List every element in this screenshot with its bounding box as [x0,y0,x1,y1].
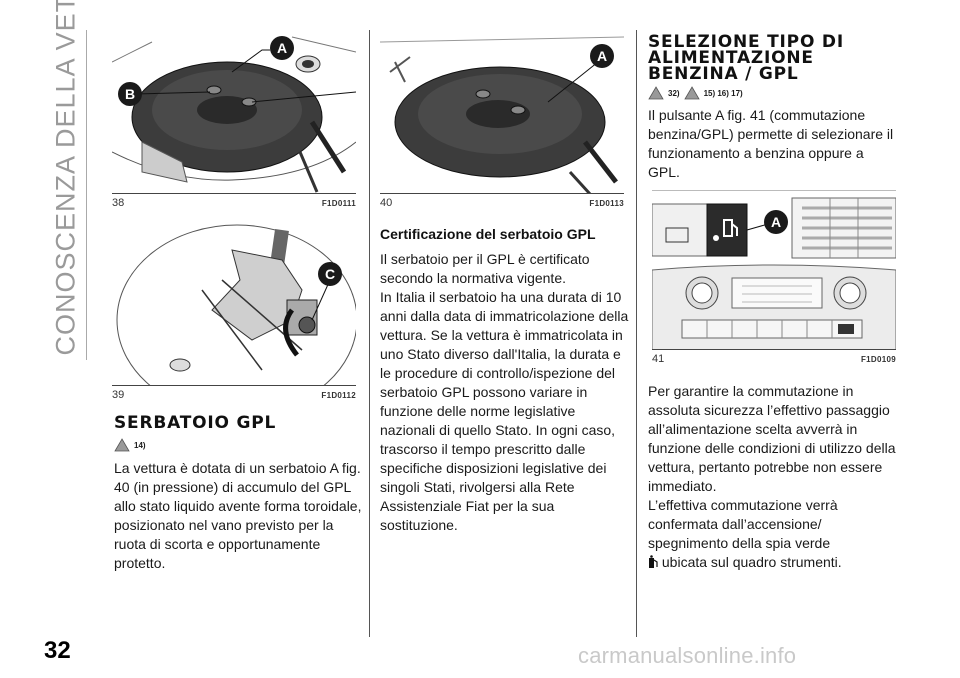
selezione-heading: SELEZIONE TIPO DI ALIMENTAZIONE BENZINA … [648,32,844,84]
figure-39-code: F1D0112 [321,390,356,400]
selezione-paragraph-3-end-line: ubicata sul quadro strumenti. [648,553,900,572]
figure-40: A 40 F1D0113 [380,32,624,212]
figure-39-number: 39 [112,389,125,401]
certificazione-paragraph-2: In Italia il serbatoio ha una durata di … [380,289,629,533]
figure-41-illustration: A [652,190,896,351]
serbatoio-warning-refs: 14) [134,440,146,450]
serbatoio-gpl-heading: SERBATOIO GPL [114,413,277,433]
selezione-paragraph-3: L’effettiva commutazione verrà confermat… [648,497,838,551]
section-side-title-text: CONOSCENZA DELLA VETTURA [50,0,81,356]
selezione-body-2: Per garantire la commutazione in assolut… [648,382,900,572]
lpg-fuel-lamp-icon [649,555,658,568]
serbatoio-gpl-paragraph: La vettura è dotata di un serbatoio A fi… [114,460,362,571]
warning-triangle-icon [114,438,130,452]
callout-b-label: B [125,86,135,102]
serbatoio-gpl-body: La vettura è dotata di un serbatoio A fi… [114,459,364,573]
callout-a-label: A [771,214,781,230]
warning-triangle-icon [683,86,700,100]
callout-c-label: C [325,266,335,282]
callout-a-marker [270,36,294,60]
page-number: 32 [44,637,71,664]
figure-40-number: 40 [380,197,393,209]
selezione-heading-line-3: BENZINA / GPL [648,64,799,84]
watermark: carmanualsonline.info [578,643,797,668]
figure-39-caption: 39 F1D0112 [112,385,356,404]
callout-b-marker [118,82,142,106]
selezione-warning-row: 32) 15) 16) 17) [648,86,743,100]
selezione-warning-ref-b: 15) 16) 17) [703,88,743,98]
certificazione-paragraph-1: Il serbatoio per il GPL è certificato se… [380,251,590,286]
selezione-warning-ref-a: 32) [668,88,680,98]
figure-40-code: F1D0113 [589,198,624,208]
certificazione-body: Il serbatoio per il GPL è certificato se… [380,250,632,535]
figure-38-number: 38 [112,197,125,209]
side-rule [86,30,87,360]
callout-a-label: A [597,48,607,64]
certificazione-heading: Certificazione del serbatoio GPL [380,226,596,242]
callout-a-marker [590,44,614,68]
callout-a-marker [764,210,788,234]
figure-39-illustration: C [112,220,356,404]
figure-41-caption: 41 F1D0109 [652,349,896,368]
callout-a-label: A [277,40,287,56]
figure-41-number: 41 [652,353,665,365]
selezione-paragraph-3-end: ubicata sul quadro strumenti. [661,554,842,570]
figure-39: C 39 F1D0112 [112,220,356,404]
figure-40-caption: 40 F1D0113 [380,193,624,212]
figure-41-code: F1D0109 [860,354,896,364]
column-divider-1 [369,30,370,637]
selezione-paragraph-2: Per garantire la commutazione in assolut… [648,383,896,494]
figure-41: A 41 F1D0109 [652,190,896,368]
callout-c-marker [318,262,342,286]
figure-38-caption: 38 F1D0111 [112,193,356,212]
figure-38-illustration: A B [112,32,356,194]
selezione-body-1: Il pulsante A fig. 41 (commutazione benz… [648,106,898,182]
figure-38-code: F1D0111 [321,198,356,208]
selezione-heading-line-2: ALIMENTAZIONE [648,48,814,68]
figure-40-illustration: A [380,32,624,196]
selezione-paragraph-1: Il pulsante A fig. 41 (commutazione benz… [648,107,894,180]
figure-38: A B 38 F1D0111 [112,32,356,212]
column-divider-2 [636,30,637,637]
selezione-heading-line-1: SELEZIONE TIPO DI [648,32,844,52]
serbatoio-warning-row: 14) [114,438,146,452]
section-side-title: CONOSCENZA DELLA VETTURA [46,0,86,360]
warning-triangle-icon [648,86,664,100]
